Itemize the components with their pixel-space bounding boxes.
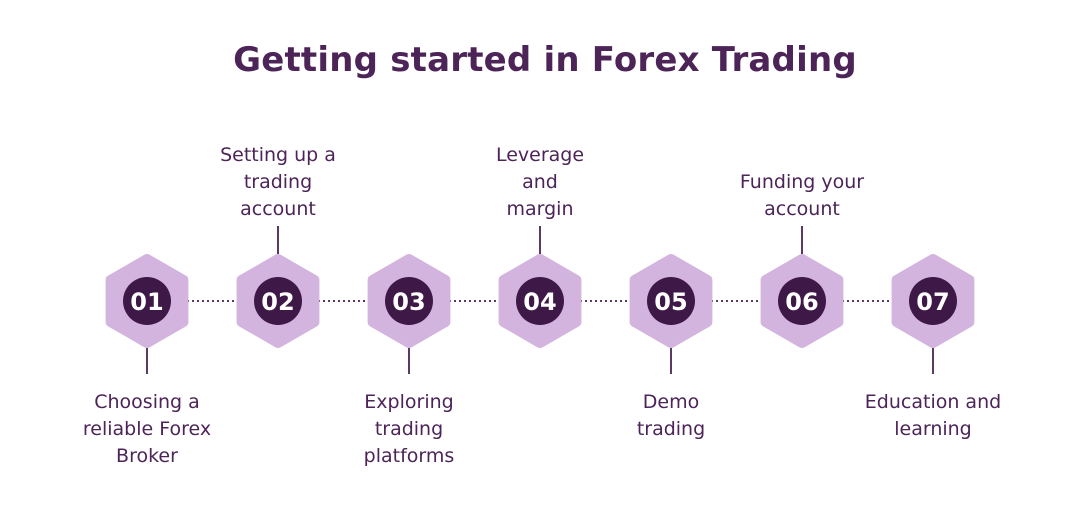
step-label-line: platforms [364, 445, 455, 467]
step-label-line: and [522, 171, 558, 193]
step-label-line: Demo [643, 391, 699, 413]
step-06: 06 Funding your account [740, 171, 864, 348]
step-04: 04 Leverage and margin [496, 144, 584, 348]
step-label-04: Leverage and margin [496, 144, 584, 220]
step-label-03: Exploring trading platforms [364, 391, 455, 467]
step-label-line: Leverage [496, 144, 584, 166]
page-title: Getting started in Forex Trading [233, 40, 857, 80]
number-circle-06 [778, 277, 826, 325]
step-label-06: Funding your account [740, 171, 864, 220]
step-label-line: account [240, 198, 316, 220]
step-label-line: Exploring [364, 391, 453, 413]
step-02: 02 Setting up a trading account [220, 144, 336, 348]
step-label-line: account [764, 198, 840, 220]
step-number-07: 07 [916, 288, 949, 316]
number-circle-03 [385, 277, 433, 325]
step-number-01: 01 [130, 288, 163, 316]
step-label-line: Broker [116, 445, 178, 467]
number-circle-07 [909, 277, 957, 325]
step-label-line: trading [244, 171, 312, 193]
step-label-05: Demo trading [637, 391, 705, 440]
step-label-line: Education and [865, 391, 1001, 413]
step-label-line: Funding your [740, 171, 864, 193]
number-circle-04 [516, 277, 564, 325]
step-label-line: learning [894, 418, 972, 440]
step-label-line: Setting up a [220, 144, 336, 166]
step-number-06: 06 [785, 288, 818, 316]
step-number-03: 03 [392, 288, 425, 316]
step-label-line: margin [506, 198, 573, 220]
number-circle-05 [647, 277, 695, 325]
number-circle-02 [254, 277, 302, 325]
number-circle-01 [123, 277, 171, 325]
step-number-05: 05 [654, 288, 687, 316]
step-number-02: 02 [261, 288, 294, 316]
step-label-line: reliable Forex [83, 418, 211, 440]
step-label-line: trading [637, 418, 705, 440]
step-label-line: trading [375, 418, 443, 440]
step-number-04: 04 [523, 288, 556, 316]
step-label-line: Choosing a [94, 391, 200, 413]
step-label-02: Setting up a trading account [220, 144, 336, 220]
step-label-07: Education and learning [865, 391, 1001, 440]
